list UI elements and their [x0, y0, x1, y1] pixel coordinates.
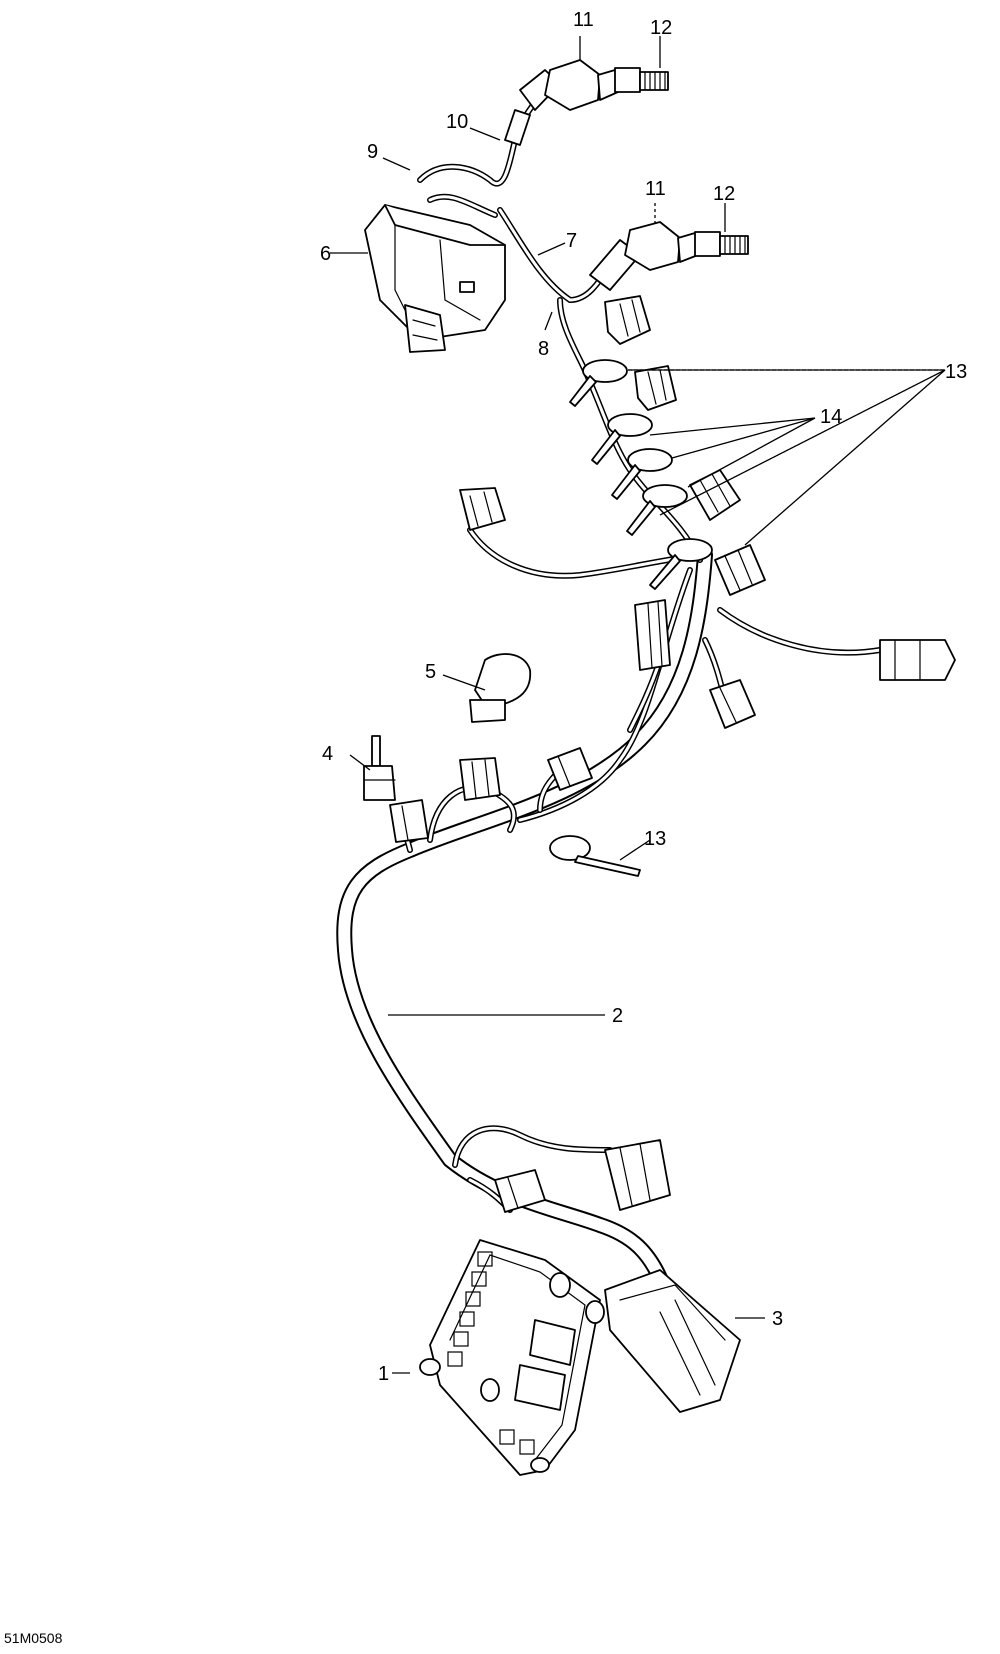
harness-connector[interactable]: [634, 599, 671, 671]
tie-strap[interactable]: [626, 484, 688, 536]
callout-5: 5: [425, 661, 436, 683]
main-wiring-harness[interactable]: [336, 297, 883, 1298]
tie-strap[interactable]: [569, 359, 628, 407]
callout-11-lower: 11: [645, 178, 666, 200]
harness-connector[interactable]: [459, 487, 506, 531]
spark-plug-cap-lower[interactable]: [624, 221, 699, 271]
tie-strap[interactable]: [549, 835, 641, 877]
harness-connector[interactable]: [709, 679, 756, 729]
harness-connector[interactable]: [547, 747, 593, 791]
ignition-coil[interactable]: [364, 204, 506, 353]
harness-connector[interactable]: [494, 1169, 546, 1213]
harness-connector[interactable]: [714, 544, 766, 596]
temperature-sensor[interactable]: [363, 735, 396, 801]
callout-1: 1: [378, 1363, 389, 1385]
callout-12-upper: 12: [650, 17, 672, 39]
leader-lines: [330, 36, 946, 1374]
callout-4: 4: [322, 743, 333, 765]
high-tension-lead-upper[interactable]: [417, 69, 561, 187]
spark-plug-lower[interactable]: [694, 231, 749, 257]
coil-ground-wire[interactable]: [427, 193, 498, 218]
harness-connector[interactable]: [879, 639, 956, 681]
tie-strap[interactable]: [649, 538, 713, 590]
harness-connector[interactable]: [634, 365, 677, 411]
spark-plug-cap-upper[interactable]: [544, 59, 619, 111]
module-connector[interactable]: [604, 1269, 741, 1413]
tie-strap[interactable]: [611, 448, 673, 500]
spark-plug-upper[interactable]: [614, 67, 669, 93]
figure-code: 51M0508: [4, 1630, 63, 1646]
harness-connector[interactable]: [604, 295, 651, 345]
callout-12-lower: 12: [713, 183, 735, 205]
high-tension-lead-lower[interactable]: [497, 207, 641, 304]
callout-9: 9: [367, 141, 378, 163]
callouts: 1 2 3 4 5 6 7 8 9 10 11 11 12 12 13 13 1…: [320, 9, 967, 1385]
callout-13-upper: 13: [945, 361, 967, 383]
callout-3: 3: [772, 1308, 783, 1330]
electronic-module[interactable]: [419, 1239, 605, 1476]
callout-7: 7: [566, 230, 577, 252]
callout-13-lower: 13: [644, 828, 666, 850]
harness-connector[interactable]: [389, 799, 429, 843]
callout-11-upper: 11: [573, 9, 594, 31]
callout-10: 10: [446, 111, 468, 133]
callout-8: 8: [538, 338, 549, 360]
harness-connector[interactable]: [604, 1139, 671, 1211]
callout-14: 14: [820, 406, 842, 428]
sensor[interactable]: [469, 653, 532, 723]
harness-connector[interactable]: [689, 469, 741, 521]
harness-connector[interactable]: [459, 757, 501, 801]
callout-2: 2: [612, 1005, 623, 1027]
tie-strap[interactable]: [591, 413, 653, 465]
callout-6: 6: [320, 243, 331, 265]
